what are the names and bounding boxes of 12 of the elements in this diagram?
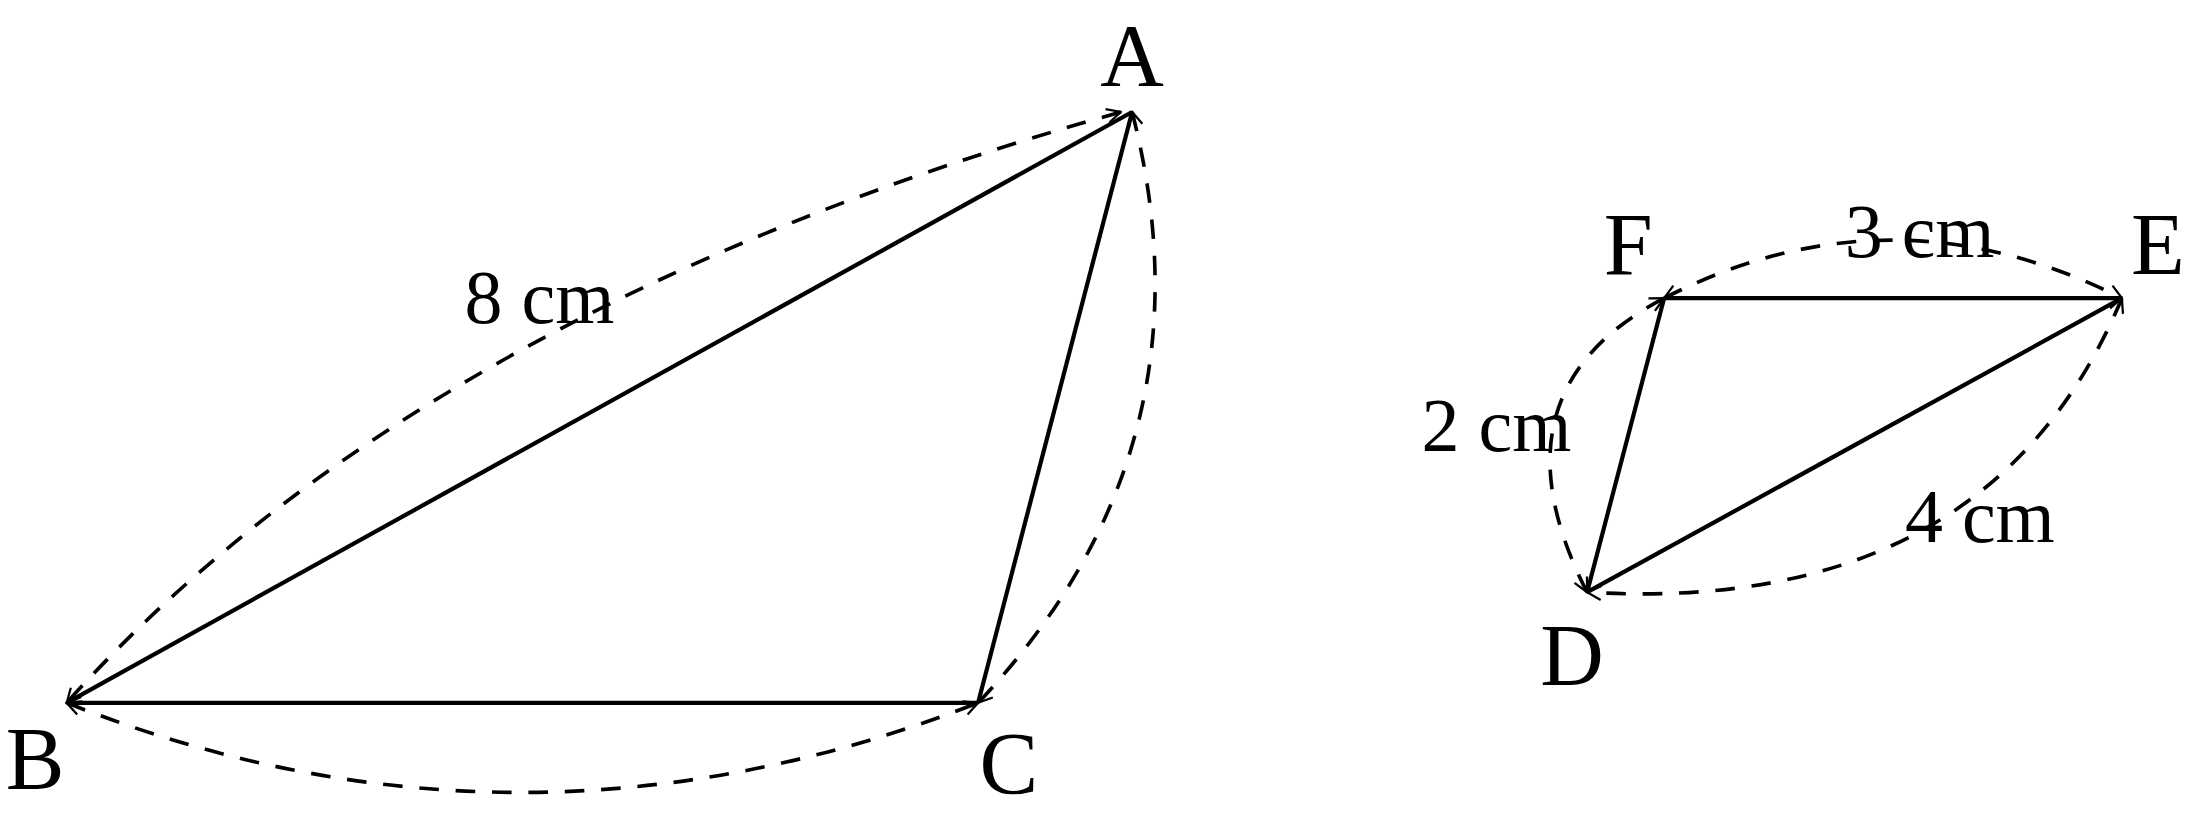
vertex-label: B [5, 715, 65, 804]
vertex-label: F [1603, 201, 1653, 290]
triangle-side [1585, 297, 1667, 593]
vertex-label: E [2130, 201, 2185, 290]
dimension-label: 3 cm [1844, 193, 1995, 270]
vertex-label: C [979, 719, 1039, 808]
dimension-label: 2 cm [1421, 386, 1572, 463]
triangle-side [66, 700, 979, 705]
vertex-label: D [1540, 611, 1604, 700]
vertex-label: A [1100, 12, 1164, 101]
triangle-side [1664, 296, 2122, 301]
dimension-label: 8 cm [464, 259, 615, 336]
